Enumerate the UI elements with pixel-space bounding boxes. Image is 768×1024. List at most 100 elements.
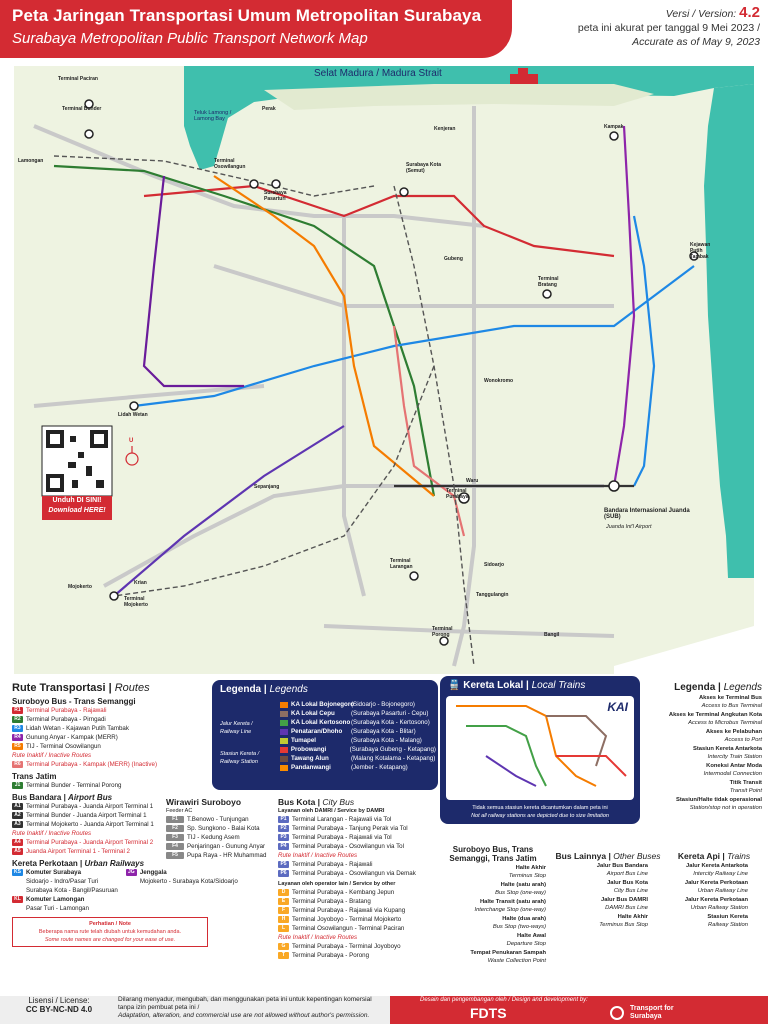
- train-color-swatch: [280, 701, 288, 708]
- legend-entry: Halte Transit (satu arah)Interchange Sto…: [474, 899, 546, 913]
- fdts-logo[interactable]: FDTS: [470, 1005, 507, 1021]
- route-code-badge: R6: [12, 761, 23, 768]
- local-train-item[interactable]: Tumapel(Surabaya Kota - Malang): [280, 736, 436, 745]
- surabaya-kota-marker[interactable]: [399, 187, 409, 197]
- label-krian: Krian: [134, 580, 147, 586]
- route-r3-line[interactable]: [133, 265, 695, 408]
- route-r1-line[interactable]: [143, 184, 615, 258]
- transit-map[interactable]: Selat Madura / Madura Strait Teluk Lamon…: [14, 66, 754, 674]
- terminal-porong-marker[interactable]: [439, 636, 449, 646]
- route-label: Terminal Mojokerto - Juanda Airport Term…: [26, 821, 154, 828]
- route-mojokerto-line[interactable]: [113, 425, 345, 597]
- route-r4-line[interactable]: [612, 125, 636, 487]
- kampak-marker[interactable]: [609, 131, 619, 141]
- local-train-item[interactable]: Penataran/Dhoho(Surabaya Kota - Blitar): [280, 727, 436, 736]
- route-code-badge: R5: [12, 743, 23, 750]
- route-merr-line[interactable]: [632, 215, 656, 487]
- terminal-mojokerto-marker[interactable]: [109, 591, 119, 601]
- terminal-bratang-marker[interactable]: [542, 289, 552, 299]
- transport-for-surabaya[interactable]: Transport for Surabaya: [630, 1005, 674, 1020]
- feeder-code-badge: F5: [166, 852, 184, 859]
- local-train-item[interactable]: KA Lokal Cepu(Surabaya Pasarturi - Cepu): [280, 709, 436, 718]
- local-train-mini-map[interactable]: KAI: [446, 696, 634, 800]
- local-train-item[interactable]: Tawang Alun(Malang Kotalama - Ketapang): [280, 754, 436, 763]
- rail-sub-label: Pasar Turi - Lamongan: [26, 905, 89, 912]
- label-terminal-larangan: Terminal Larangan: [390, 558, 413, 570]
- kai-logo: KAI: [607, 700, 628, 714]
- local-train-item[interactable]: KA Lokal Bojonegoro(Sidoarjo - Bojonegor…: [280, 700, 436, 709]
- terminals[interactable]: [84, 99, 699, 646]
- mini-railway-svg: [456, 705, 627, 787]
- rail-sub-label: Surabaya Kota - Bangil/Pasuruan: [26, 887, 118, 894]
- route-code-badge: A1: [12, 803, 23, 810]
- terminal-bunder-marker[interactable]: [84, 129, 94, 139]
- train-name: Tumapel: [291, 737, 316, 744]
- route-r5-line[interactable]: [213, 175, 435, 497]
- terminal-osowilangun-marker[interactable]: [249, 179, 259, 189]
- local-train-item[interactable]: Probowangi(Surabaya Gubeng - Ketapang): [280, 745, 436, 754]
- city-bus-legend: Bus Kota | City Bus Layanan oleh DAMRI /…: [278, 794, 438, 960]
- local-train-item[interactable]: KA Lokal Kertosono(Surabaya Kota - Kerto…: [280, 718, 436, 727]
- terminal-purabaya-marker[interactable]: [458, 492, 470, 504]
- qr-caption[interactable]: Unduh DI SINI! Download HERE!: [46, 496, 108, 516]
- route-feeder-line[interactable]: [142, 175, 244, 388]
- pasarturi-station-marker[interactable]: [271, 179, 281, 189]
- lidah-wetan-marker[interactable]: [129, 401, 139, 411]
- terminal-paciran-marker[interactable]: [84, 99, 94, 109]
- route-label: Terminal Bunder - Juanda Airport Termina…: [26, 812, 147, 819]
- train-list: KA Lokal Bojonegoro(Sidoarjo - Bojonegor…: [280, 700, 436, 772]
- label-wonokromo: Wonokromo: [484, 378, 514, 384]
- city-bus-title: Bus Kota | City Bus: [278, 797, 355, 807]
- map-canvas[interactable]: [14, 66, 754, 674]
- route-j1-line[interactable]: [53, 164, 436, 497]
- terminal-larangan-marker[interactable]: [409, 571, 419, 581]
- feeder-label: T.Benowo - Tunjungan: [187, 816, 249, 823]
- kejawan-marker[interactable]: [689, 251, 699, 261]
- madura-island: [264, 84, 654, 110]
- local-train-item[interactable]: Pandanwangi(Jember - Ketapang): [280, 763, 436, 772]
- route-inactive-line[interactable]: [392, 325, 466, 537]
- qr-banner[interactable]: [42, 496, 112, 520]
- route-label: Rute Inaktif / Inactive Routes: [12, 830, 92, 837]
- qr-code[interactable]: [41, 425, 113, 520]
- juanda-airport-marker[interactable]: [608, 480, 620, 492]
